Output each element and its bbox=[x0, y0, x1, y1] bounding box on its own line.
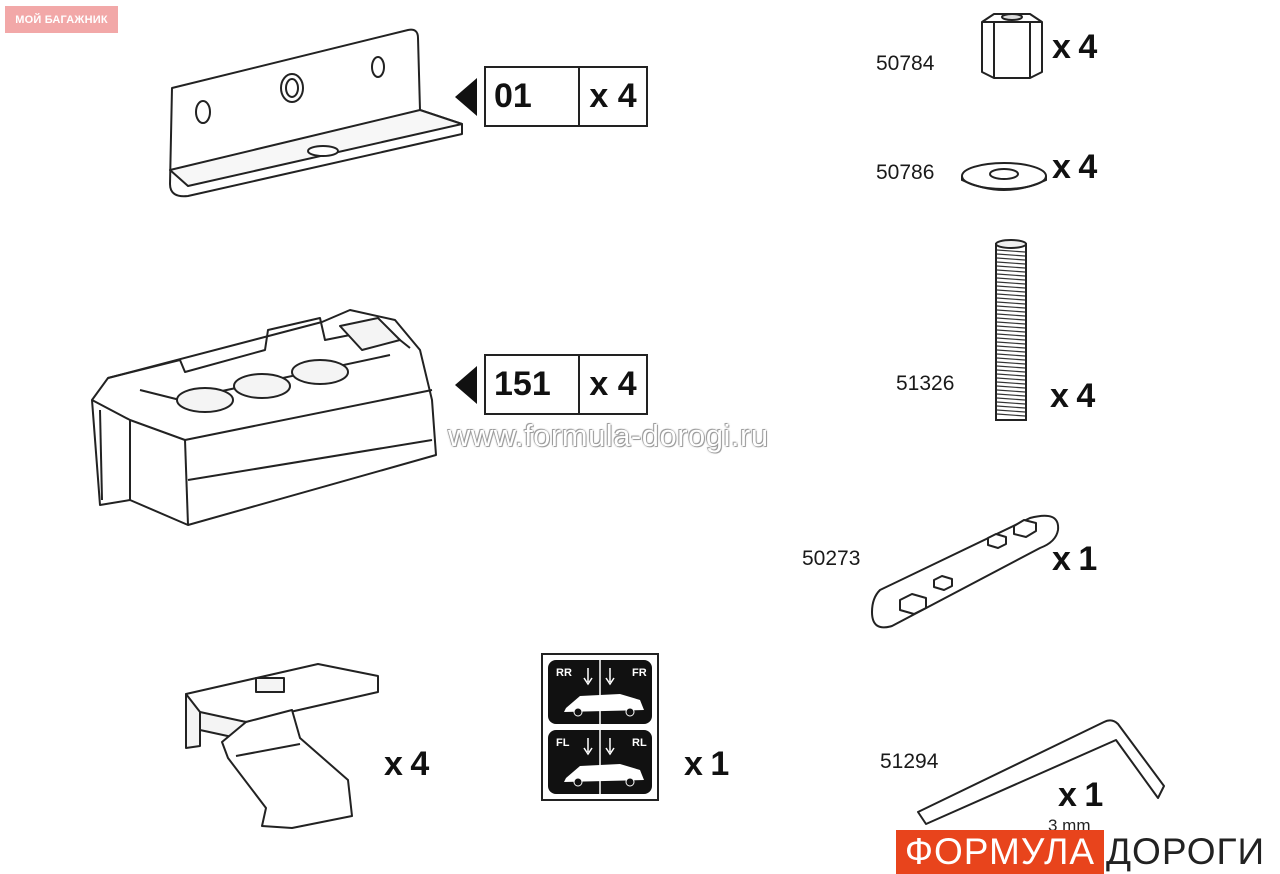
sticker-qty: x 1 bbox=[684, 745, 729, 783]
rod-thread-line bbox=[996, 349, 1026, 353]
part-code-box-151: 151 x 4 bbox=[484, 354, 648, 415]
rod-thread-line bbox=[996, 401, 1026, 405]
rod-thread-line bbox=[996, 325, 1026, 329]
rod-thread-line bbox=[996, 285, 1026, 289]
part-code-box-01: 01 x 4 bbox=[484, 66, 648, 127]
part-qty: x 4 bbox=[589, 77, 637, 115]
rod-thread-line bbox=[996, 293, 1026, 297]
rod-thread-line bbox=[996, 385, 1026, 389]
rod-thread-line bbox=[996, 373, 1026, 377]
rod-thread-line bbox=[996, 321, 1026, 325]
rod-thread-line bbox=[996, 353, 1026, 357]
nut-qty: x 4 bbox=[1052, 28, 1097, 66]
rod-thread-line bbox=[996, 309, 1026, 313]
part-code: 151 bbox=[486, 356, 580, 413]
rod-thread-line bbox=[996, 269, 1026, 273]
rod-thread-line bbox=[996, 361, 1026, 365]
rod-thread-line bbox=[996, 249, 1026, 253]
washer-qty: x 4 bbox=[1052, 148, 1097, 186]
rod-thread-line bbox=[996, 337, 1026, 341]
sticker-label-rl: RL bbox=[632, 737, 647, 749]
pointer-arrow-icon bbox=[455, 366, 477, 404]
part-code: 01 bbox=[486, 68, 580, 125]
rod-thread-line bbox=[996, 397, 1026, 401]
rod-thread-line bbox=[996, 305, 1026, 309]
nut-part-number: 50784 bbox=[876, 52, 935, 75]
rod-thread-line bbox=[996, 301, 1026, 305]
watermark: www.formula-dorogi.ru bbox=[448, 418, 769, 453]
wrench-part-number: 50273 bbox=[802, 547, 861, 570]
hexkey-qty: x 1 bbox=[1058, 776, 1103, 814]
rod-thread-line bbox=[996, 329, 1026, 333]
rod-thread-line bbox=[996, 377, 1026, 381]
hexkey-part-number: 51294 bbox=[880, 750, 939, 773]
rod-part-number: 51326 bbox=[896, 372, 955, 395]
rod-thread-line bbox=[996, 365, 1026, 369]
washer-part-number: 50786 bbox=[876, 161, 935, 184]
rod-thread-line bbox=[996, 413, 1026, 417]
sticker-label-fl: FL bbox=[556, 737, 570, 749]
rod-thread-line bbox=[996, 317, 1026, 321]
wrench-qty: x 1 bbox=[1052, 540, 1097, 578]
part-qty: x 4 bbox=[589, 365, 637, 403]
rod-thread-line bbox=[996, 313, 1026, 317]
rod-thread-line bbox=[996, 289, 1026, 293]
pointer-arrow-icon bbox=[455, 78, 477, 116]
rod-thread-line bbox=[996, 389, 1026, 393]
site-badge: МОЙ БАГАЖНИК bbox=[5, 6, 118, 33]
rod-thread-line bbox=[996, 409, 1026, 413]
rod-thread-line bbox=[996, 341, 1026, 345]
rod-thread-line bbox=[996, 393, 1026, 397]
rod-thread-line bbox=[996, 277, 1026, 281]
rod-thread-line bbox=[996, 261, 1026, 265]
rod-thread-line bbox=[996, 253, 1026, 257]
clip-qty: x 4 bbox=[384, 745, 429, 783]
rod-thread-line bbox=[996, 265, 1026, 269]
rod-thread-line bbox=[996, 273, 1026, 277]
sticker-label-rr: RR bbox=[556, 667, 572, 679]
rod-thread-line bbox=[996, 357, 1026, 361]
rod-thread-line bbox=[996, 405, 1026, 409]
rod-thread-line bbox=[996, 333, 1026, 337]
rod-qty: x 4 bbox=[1050, 377, 1095, 415]
rod-thread-line bbox=[996, 381, 1026, 385]
rod-thread-line bbox=[996, 297, 1026, 301]
rod-thread-line bbox=[996, 281, 1026, 285]
rod-thread-line bbox=[996, 345, 1026, 349]
brand-logo-part2: ДОРОГИ bbox=[1106, 831, 1266, 872]
sticker-label-fr: FR bbox=[632, 667, 647, 679]
brand-logo-part1: ФОРМУЛА bbox=[896, 830, 1104, 874]
rod-thread-line bbox=[996, 257, 1026, 261]
rod-thread-line bbox=[996, 369, 1026, 373]
